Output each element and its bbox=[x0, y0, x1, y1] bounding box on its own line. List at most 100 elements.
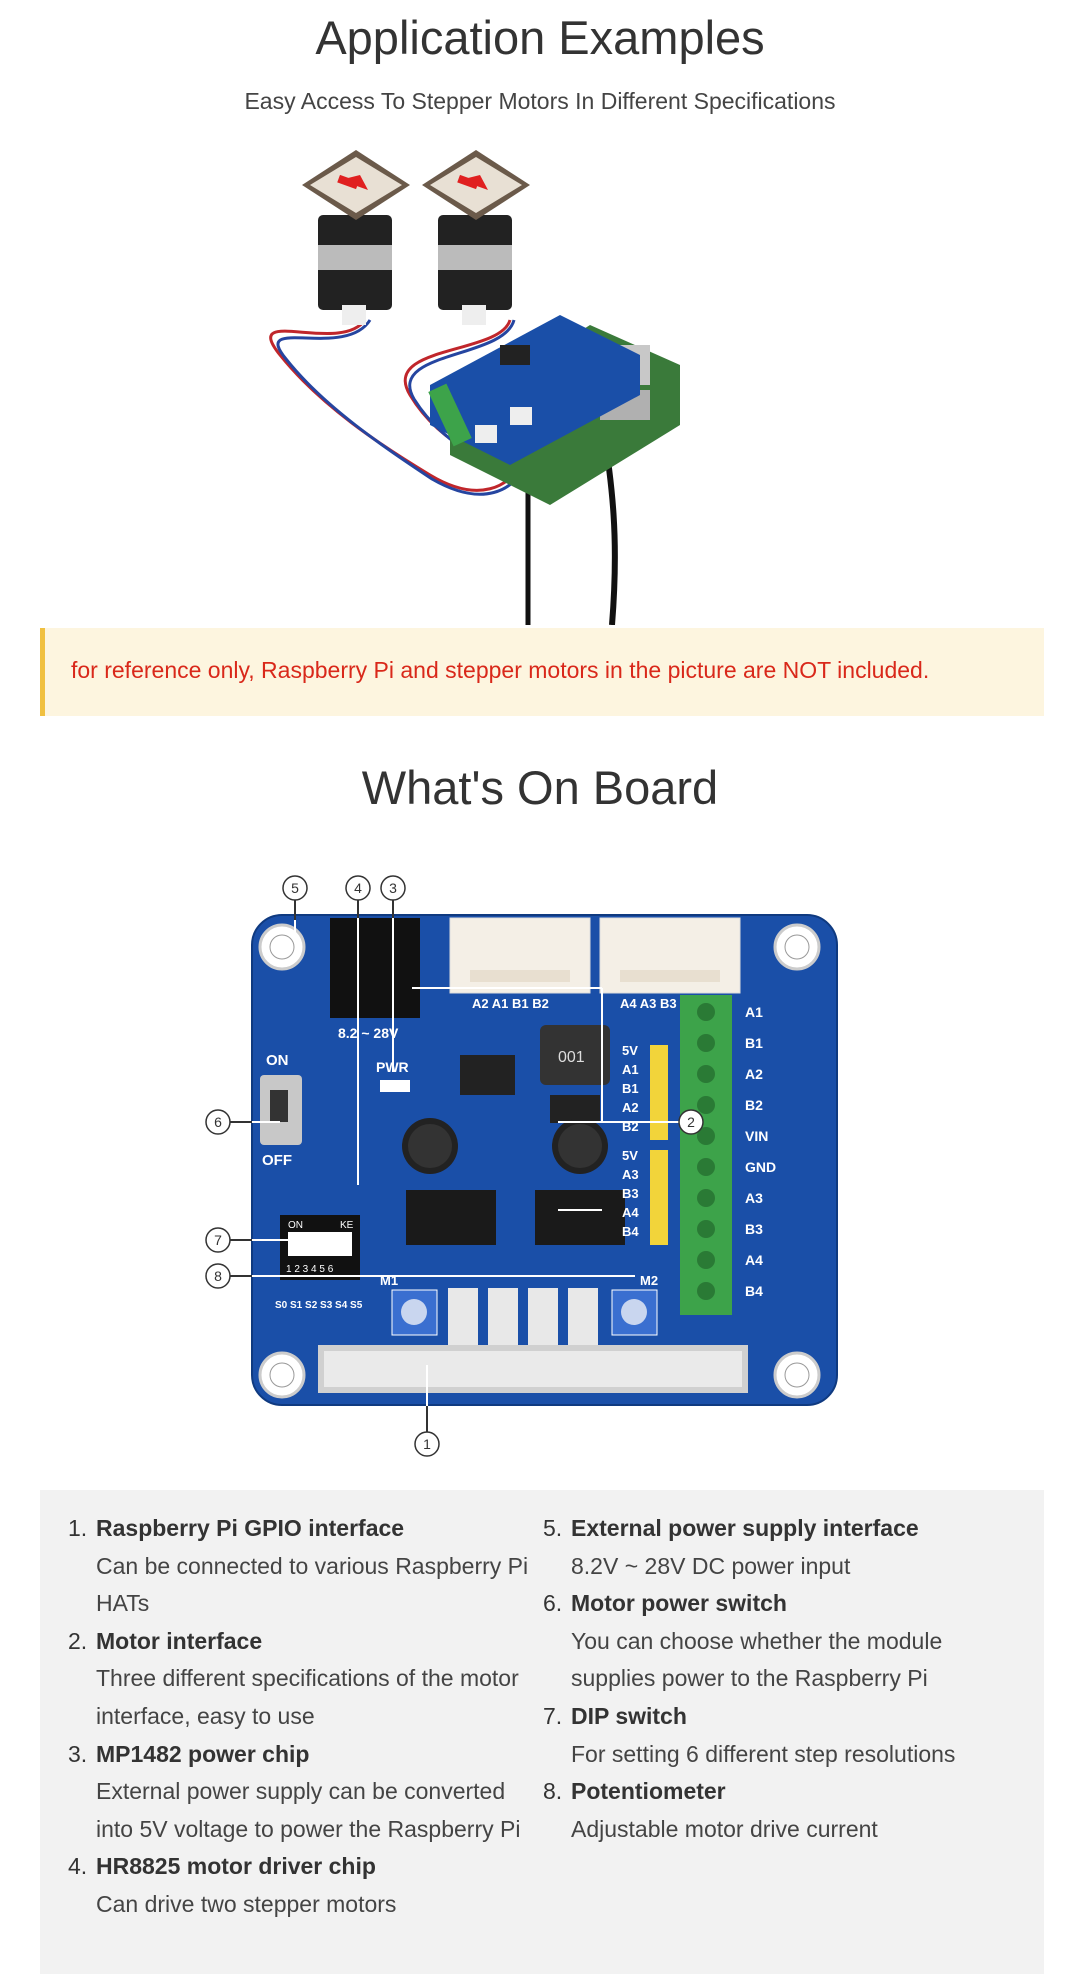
callout-4: 4 bbox=[345, 875, 371, 901]
svg-text:3: 3 bbox=[389, 880, 397, 896]
terminal-screw bbox=[697, 1127, 715, 1145]
disclaimer-notice: for reference only, Raspberry Pi and ste… bbox=[40, 628, 1044, 716]
feature-name: Potentiometer bbox=[571, 1778, 726, 1805]
feature-number: 5. bbox=[543, 1515, 563, 1541]
terminal-screw bbox=[697, 1096, 715, 1114]
callout-6: 6 bbox=[205, 1109, 231, 1135]
m2-label: M2 bbox=[640, 1273, 658, 1288]
feature-item: 5. External power supply interface 8.2V ~ … bbox=[543, 1510, 1023, 1585]
feature-number: 1. bbox=[68, 1515, 88, 1541]
section-title-whats-on-board: What's On Board bbox=[361, 761, 719, 814]
feature-name: HR8825 motor driver chip bbox=[96, 1853, 376, 1880]
callout-2: 2 bbox=[678, 1109, 704, 1135]
terminal-screw bbox=[697, 1189, 715, 1207]
feature-description: Can be connected to various Raspberry Pi… bbox=[96, 1552, 529, 1617]
pin-header-2 bbox=[650, 1150, 668, 1245]
terminal-label: B4 bbox=[745, 1283, 763, 1299]
product-application-photo bbox=[269, 150, 680, 625]
feature-name: Raspberry Pi GPIO interface bbox=[96, 1515, 405, 1541]
feature-name: MP1482 power chip bbox=[96, 1740, 310, 1767]
pin-header-label: 5V bbox=[622, 1043, 638, 1058]
inductor-label: 001 bbox=[558, 1049, 585, 1066]
callout-1: 1 bbox=[414, 1431, 440, 1457]
feature-number: 4. bbox=[68, 1853, 88, 1880]
feature-name: Motor power switch bbox=[571, 1590, 787, 1617]
svg-text:2: 2 bbox=[687, 1114, 695, 1130]
callout-5: 5 bbox=[282, 875, 308, 901]
terminal-label: A4 bbox=[745, 1252, 763, 1268]
terminal-screw bbox=[697, 1158, 715, 1176]
svg-text:4: 4 bbox=[354, 880, 362, 896]
feature-number: 8. bbox=[543, 1778, 563, 1805]
feature-name: DIP switch bbox=[571, 1702, 687, 1729]
feature-name: Motor interface bbox=[96, 1627, 263, 1654]
feature-number: 3. bbox=[68, 1740, 88, 1767]
feature-name: External power supply interface bbox=[571, 1515, 919, 1541]
dc-power-jack bbox=[330, 918, 420, 1018]
board-diagram: 8.2 ~ 28V A2 A1 B1 B2 A4 A3 B3 B4 ON OFF… bbox=[205, 875, 838, 1457]
terminal-screw bbox=[697, 1003, 715, 1021]
terminal-label: B1 bbox=[745, 1035, 763, 1051]
terminal-label: A3 bbox=[745, 1190, 763, 1206]
terminal-screw bbox=[697, 1251, 715, 1269]
pin-header-label: A4 bbox=[622, 1205, 639, 1220]
dip-nums-label: 1 2 3 4 5 6 bbox=[286, 1264, 334, 1275]
pin-header-label: B1 bbox=[622, 1081, 639, 1096]
stepper-motor-left bbox=[302, 150, 410, 325]
terminal-label: VIN bbox=[745, 1128, 768, 1144]
pin-header-label: B3 bbox=[622, 1186, 639, 1201]
callout-3: 3 bbox=[380, 875, 406, 901]
feature-number: 7. bbox=[543, 1702, 563, 1729]
pin-header-label: A2 bbox=[622, 1100, 639, 1115]
mp1482-chip bbox=[460, 1055, 515, 1095]
pin-header-1 bbox=[650, 1045, 668, 1140]
capacitor-left bbox=[402, 1118, 458, 1174]
switch-off-label: OFF bbox=[262, 1152, 292, 1169]
feature-description: You can choose whether the module suppli… bbox=[571, 1627, 943, 1692]
pin-header-label: A1 bbox=[622, 1062, 639, 1077]
conn-left-label: A2 A1 B1 B2 bbox=[472, 996, 549, 1011]
stepper-motor-right bbox=[422, 150, 530, 325]
svg-text:6: 6 bbox=[214, 1114, 222, 1130]
dip-ke-label: KE bbox=[340, 1220, 354, 1231]
section-subtitle: Easy Access To Stepper Motors In Differe… bbox=[244, 88, 836, 114]
voltage-label: 8.2 ~ 28V bbox=[338, 1025, 399, 1041]
inductor bbox=[540, 1025, 610, 1085]
pin-header-label: A3 bbox=[622, 1167, 639, 1182]
feature-description: Three different specifications of the mo… bbox=[96, 1665, 519, 1729]
pin-header-label: 5V bbox=[622, 1148, 638, 1163]
terminal-screw bbox=[697, 1034, 715, 1052]
feature-description: 8.2V ~ 28V DC power input bbox=[571, 1552, 851, 1579]
conn-right-label: A4 A3 B3 B4 bbox=[620, 996, 698, 1011]
feature-description: Can drive two stepper motors bbox=[96, 1890, 397, 1917]
svg-text:7: 7 bbox=[214, 1232, 222, 1248]
hr8825-driver-chip-right bbox=[535, 1190, 625, 1245]
terminal-screw bbox=[697, 1282, 715, 1300]
terminal-label: B3 bbox=[745, 1221, 763, 1237]
callout-8: 8 bbox=[205, 1263, 231, 1289]
hr8825-driver-chip-left bbox=[406, 1190, 496, 1245]
terminal-label: A2 bbox=[745, 1066, 763, 1082]
feature-description: Adjustable motor drive current bbox=[571, 1815, 878, 1842]
disclaimer-text: for reference only, Raspberry Pi and ste… bbox=[71, 657, 930, 683]
section-title-application-examples: Application Examples bbox=[315, 11, 765, 64]
dip-bottom-label: S0 S1 S2 S3 S4 S5 bbox=[275, 1300, 363, 1311]
feature-description: For setting 6 different step resolutions bbox=[571, 1740, 956, 1767]
terminal-label: A1 bbox=[745, 1004, 763, 1020]
terminal-label: GND bbox=[745, 1159, 776, 1175]
terminal-screw bbox=[697, 1065, 715, 1083]
switch-on-label: ON bbox=[266, 1052, 289, 1069]
dip-on-label: ON bbox=[288, 1220, 303, 1231]
callout-7: 7 bbox=[205, 1227, 231, 1253]
feature-description: External power supply can be converted i… bbox=[96, 1778, 521, 1842]
svg-text:8: 8 bbox=[214, 1268, 222, 1284]
capacitor-right bbox=[552, 1118, 608, 1174]
